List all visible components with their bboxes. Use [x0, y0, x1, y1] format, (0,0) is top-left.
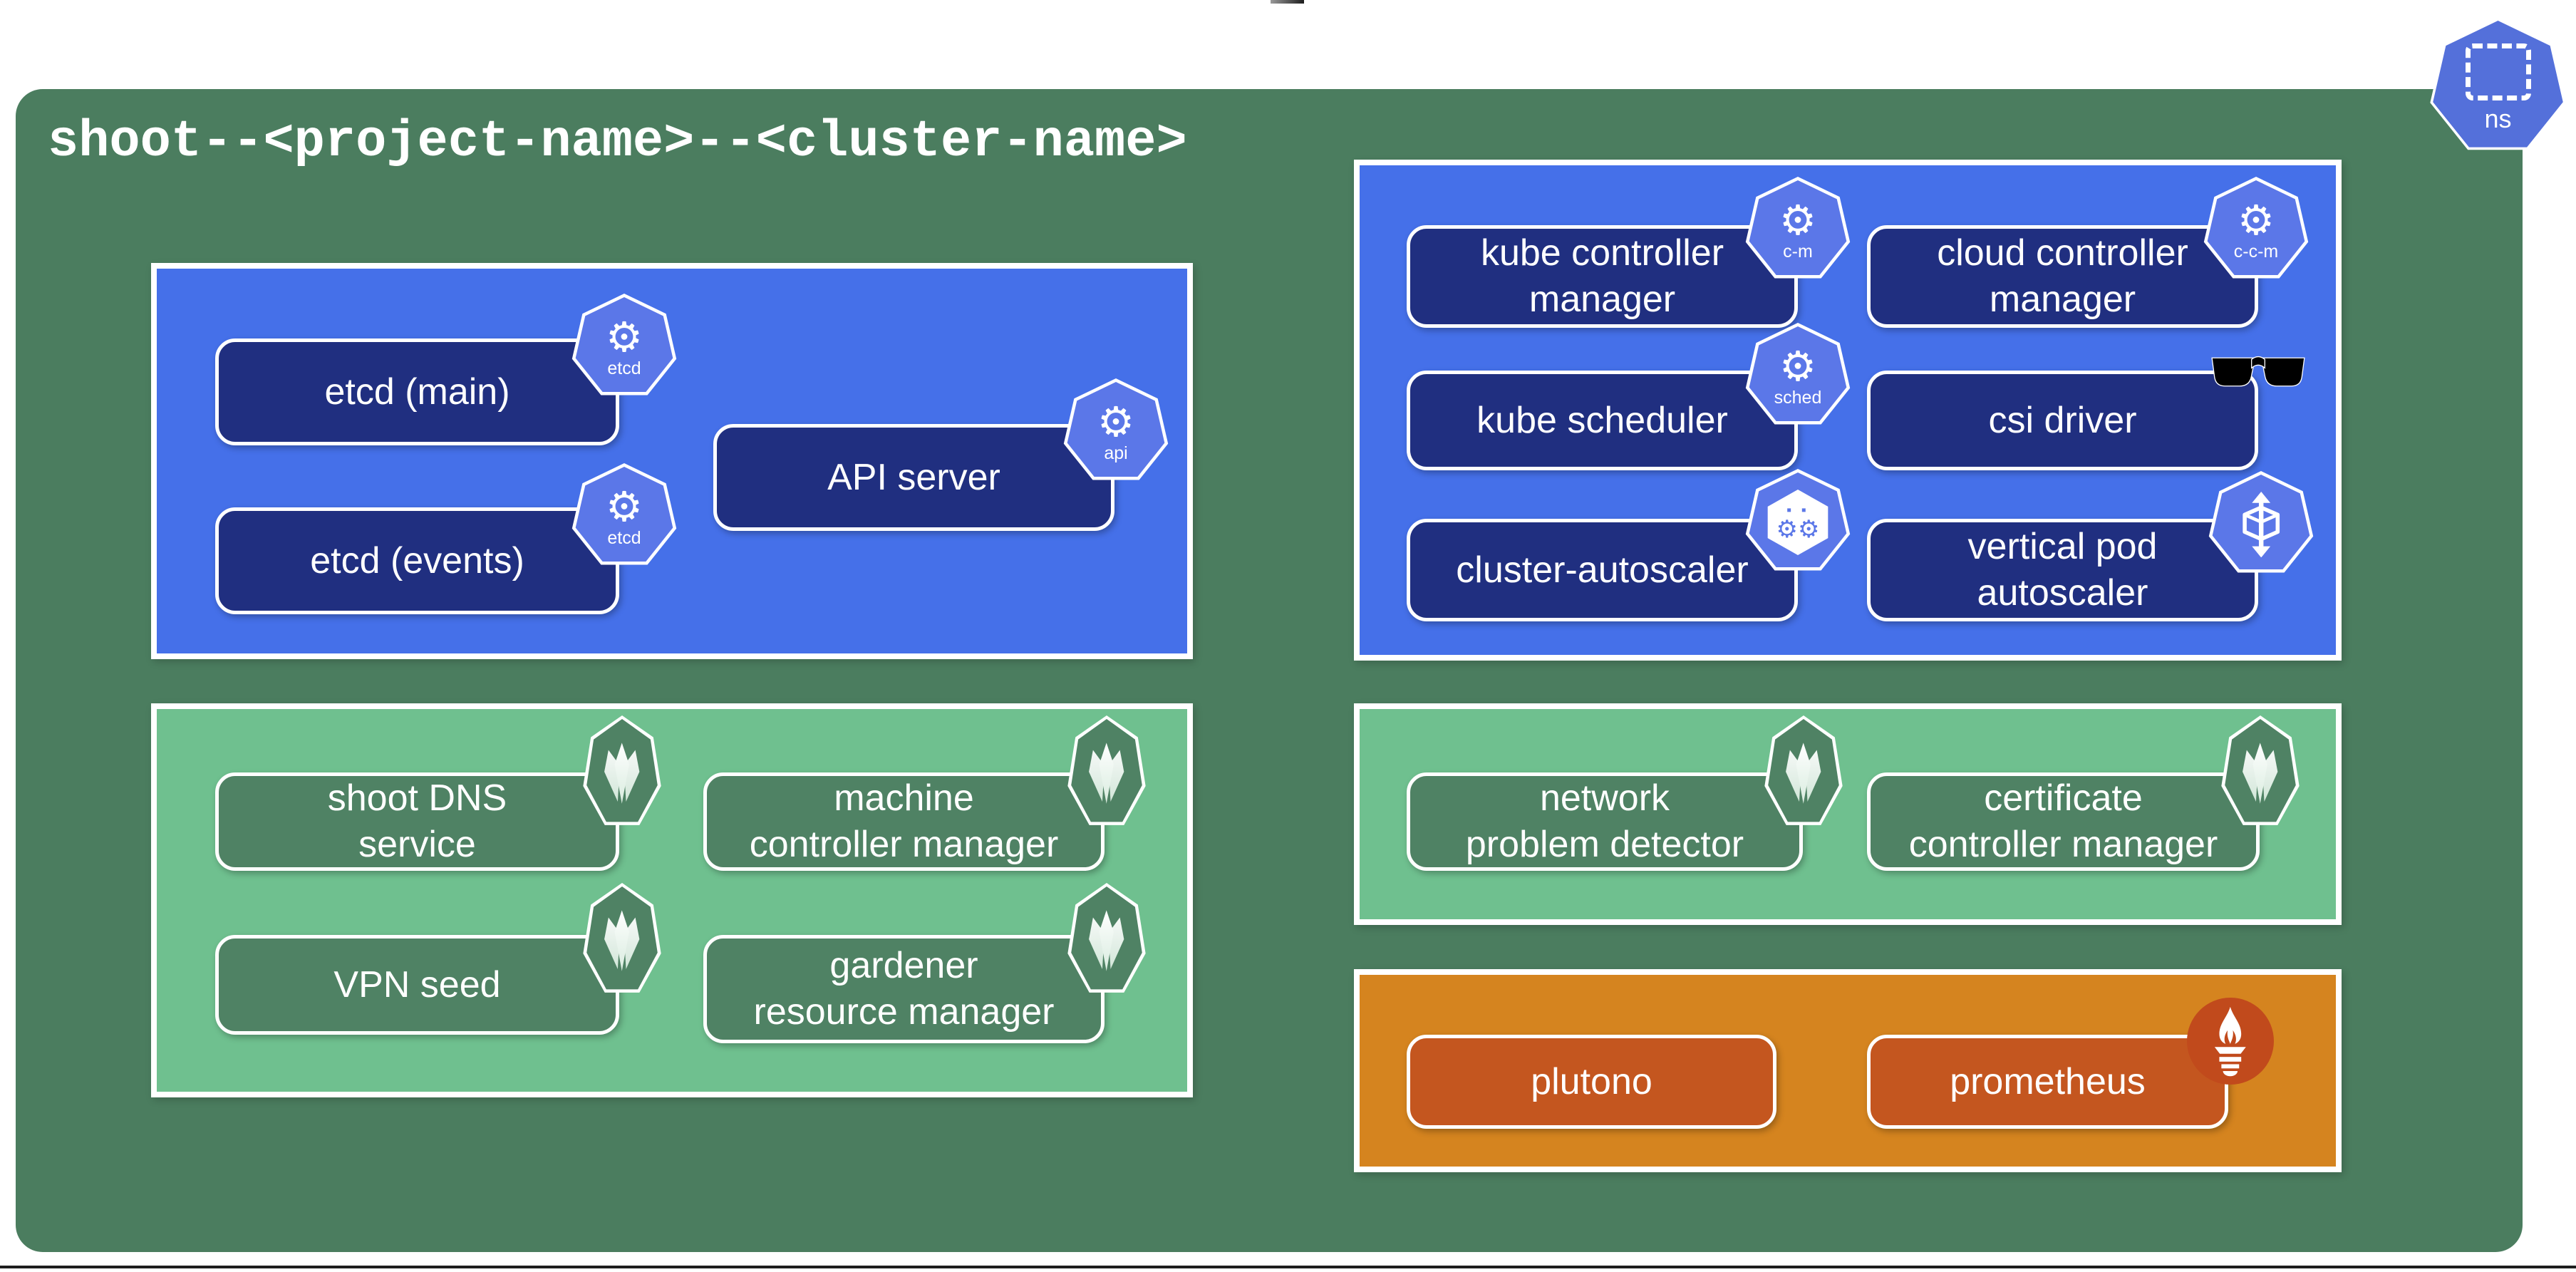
sunglasses-icon: [2208, 353, 2309, 391]
component-label: prometheus: [1950, 1060, 2146, 1102]
component-label: machine controller manager: [749, 777, 1059, 865]
component-label: cluster-autoscaler: [1456, 549, 1749, 591]
cloud-controller-manager-icon: ⚙ c-c-m: [2203, 177, 2309, 279]
api-server-icon: ⚙ api: [1063, 378, 1169, 480]
gear-glyph: ⚙: [1779, 197, 1816, 244]
controller-manager-icon: ⚙ c-m: [1745, 177, 1851, 279]
component-label: VPN seed: [333, 963, 501, 1005]
component-kube-controller-manager[interactable]: kube controller manager: [1407, 225, 1798, 328]
component-prometheus[interactable]: prometheus: [1867, 1035, 2228, 1129]
component-cloud-controller-manager[interactable]: cloud controller manager: [1867, 225, 2258, 328]
component-etcd-events[interactable]: etcd (events): [215, 507, 619, 614]
gardener-flower-icon: [2221, 715, 2300, 825]
component-label: kube controller manager: [1480, 232, 1724, 320]
cluster-autoscaler-icon: ▪ ▪ ⚙⚙: [1745, 469, 1851, 571]
component-cluster-autoscaler[interactable]: cluster-autoscaler: [1407, 519, 1798, 621]
component-label: API server: [827, 456, 1000, 498]
component-label: gardener resource manager: [753, 945, 1055, 1033]
component-machine-controller-manager[interactable]: machine controller manager: [703, 772, 1105, 871]
component-vertical-pod-autoscaler[interactable]: vertical pod autoscaler: [1867, 519, 2258, 621]
component-certificate-controller-manager[interactable]: certificate controller manager: [1867, 772, 2260, 871]
gear-glyph: ⚙: [606, 483, 643, 530]
gardener-flower-icon: [583, 715, 661, 825]
component-api-server[interactable]: API server: [713, 424, 1114, 531]
component-csi-driver[interactable]: csi driver: [1867, 371, 2258, 470]
component-label: etcd (main): [324, 371, 510, 413]
component-vpn-seed[interactable]: VPN seed: [215, 935, 619, 1035]
component-label: cloud controller manager: [1937, 232, 2188, 320]
namespace-label: ns: [2484, 103, 2512, 133]
prometheus-icon: [2187, 998, 2274, 1085]
bottom-border-line: [0, 1266, 2576, 1268]
component-network-problem-detector[interactable]: network problem detector: [1407, 772, 1803, 871]
component-plutono[interactable]: plutono: [1407, 1035, 1776, 1129]
gear-glyph: ⚙: [1779, 343, 1816, 390]
component-label: plutono: [1531, 1060, 1652, 1102]
gardener-flower-icon: [1067, 883, 1146, 993]
etcd-icon: ⚙ etcd: [571, 463, 677, 565]
component-label: certificate controller manager: [1908, 777, 2218, 865]
component-gardener-resource-manager[interactable]: gardener resource manager: [703, 935, 1105, 1043]
gardener-flower-icon: [1067, 715, 1146, 825]
namespace-dashed-square: [2465, 43, 2531, 100]
gardener-flower-icon: [1764, 715, 1843, 825]
component-label: kube scheduler: [1476, 399, 1728, 441]
gear-glyph: ⚙: [606, 314, 643, 361]
component-etcd-main[interactable]: etcd (main): [215, 338, 619, 445]
gardener-flower-icon: [583, 883, 661, 993]
component-label: etcd (events): [310, 539, 524, 581]
component-label: network problem detector: [1465, 777, 1744, 865]
component-label: shoot DNS service: [327, 777, 507, 865]
component-label: csi driver: [1988, 399, 2137, 441]
namespace-icon: ns: [2430, 18, 2566, 150]
top-connector-mark: [1271, 0, 1304, 4]
gear-glyph: ⚙: [2238, 197, 2275, 244]
page-title: shoot--<project-name>--<cluster-name>: [48, 113, 1187, 171]
component-kube-scheduler[interactable]: kube scheduler: [1407, 371, 1798, 470]
vertical-pod-autoscaler-icon: [2208, 471, 2314, 573]
scheduler-icon: ⚙ sched: [1745, 323, 1851, 425]
gear-glyph: ⚙: [1097, 398, 1134, 445]
component-label: vertical pod autoscaler: [1967, 526, 2158, 614]
etcd-icon: ⚙ etcd: [571, 294, 677, 395]
autoscaler-hexagon-glyph: ▪ ▪ ⚙⚙: [1767, 490, 1828, 555]
component-shoot-dns-service[interactable]: shoot DNS service: [215, 772, 619, 871]
